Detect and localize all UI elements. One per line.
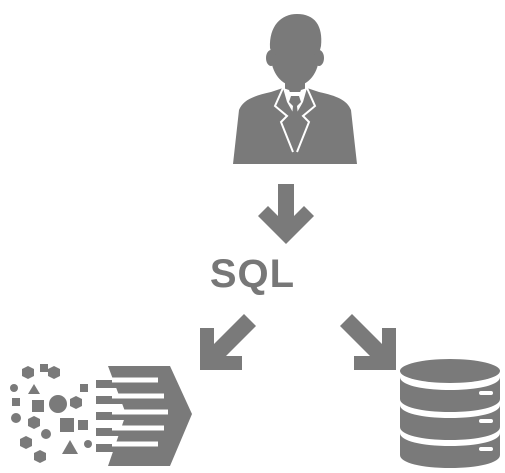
data-ingestion-icon (10, 364, 192, 466)
sql-label: SQL (209, 252, 296, 296)
arrow-down-left-icon (200, 314, 256, 370)
arrow-down-right-icon (340, 314, 396, 370)
businessman-icon (233, 14, 357, 164)
arrow-down-icon (258, 184, 314, 244)
database-icon (400, 359, 500, 468)
